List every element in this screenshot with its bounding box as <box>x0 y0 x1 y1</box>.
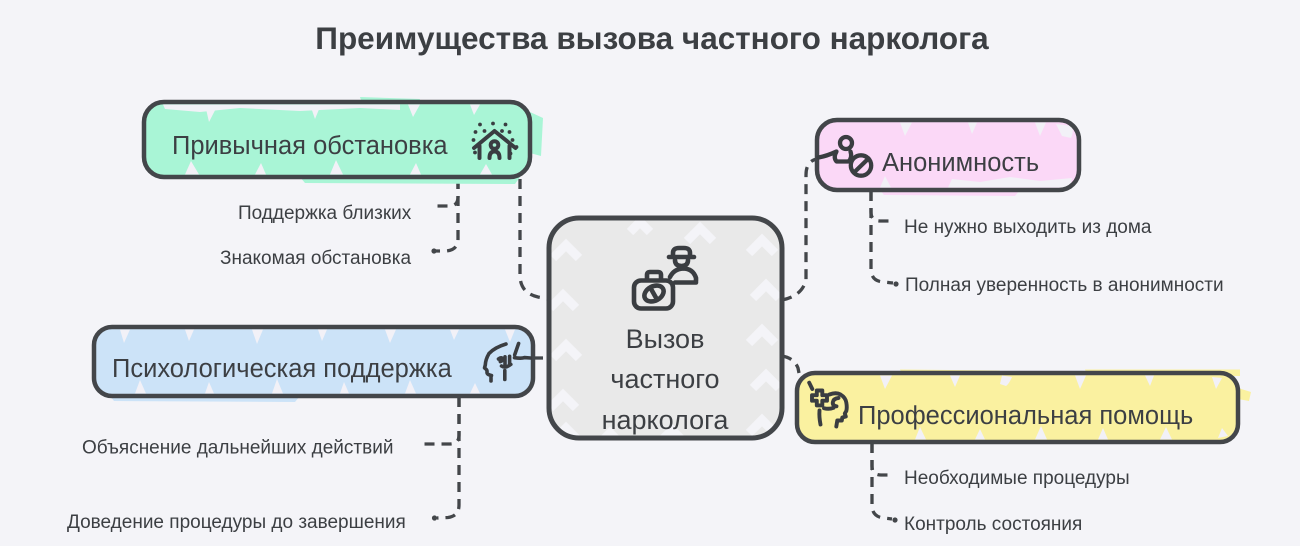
svg-text:Поддержка близких: Поддержка близких <box>238 203 412 224</box>
svg-text:Вызов: Вызов <box>626 324 705 354</box>
svg-text:Преимущества вызова частного н: Преимущества вызова частного нарколога <box>315 20 989 56</box>
svg-text:Анонимность: Анонимность <box>882 149 1039 177</box>
svg-text:Объяснение дальнейших действий: Объяснение дальнейших действий <box>82 438 393 459</box>
svg-text:Не нужно выходить из дома: Не нужно выходить из дома <box>904 217 1152 238</box>
svg-text:Привычная обстановка: Привычная обстановка <box>172 132 448 160</box>
svg-text:Необходимые процедуры: Необходимые процедуры <box>904 468 1130 489</box>
svg-text:Знакомая обстановка: Знакомая обстановка <box>220 248 412 269</box>
svg-text:Психологическая поддержка: Психологическая поддержка <box>112 355 453 383</box>
svg-text:Доведение процедуры до заверше: Доведение процедуры до завершения <box>67 512 406 533</box>
svg-text:Контроль состояния: Контроль состояния <box>904 514 1082 535</box>
svg-text:нарколога: нарколога <box>602 405 730 435</box>
svg-text:Профессиональная помощь: Профессиональная помощь <box>858 402 1193 430</box>
svg-text:Полная уверенность в анонимнос: Полная уверенность в анонимности <box>905 275 1224 296</box>
svg-text:частного: частного <box>610 364 719 394</box>
